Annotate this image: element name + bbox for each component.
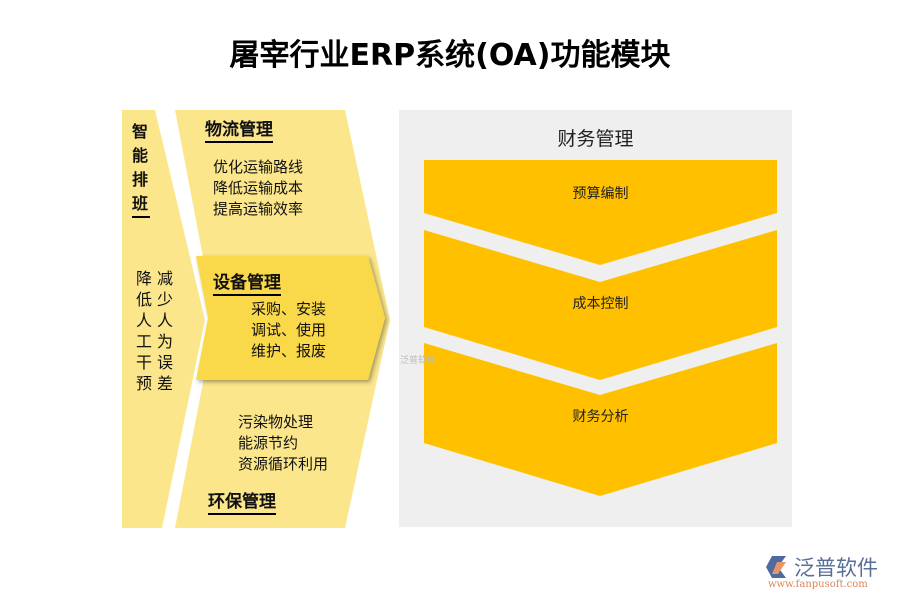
strip-col2: 减少人为误差 (157, 269, 174, 393)
equipment-item: 采购、安装 (251, 300, 327, 318)
logistics-item: 提高运输效率 (213, 200, 304, 218)
environment-item: 污染物处理 (238, 413, 314, 431)
equipment-heading: 设备管理 (213, 272, 281, 296)
chevron-step-3 (424, 343, 777, 496)
logo-name: 泛普软件 (794, 556, 878, 580)
step-label: 财务分析 (572, 409, 629, 425)
logistics-item: 优化运输路线 (213, 158, 304, 176)
page-title: 屠宰行业ERP系统(OA)功能模块 (229, 38, 671, 73)
equipment-item: 调试、使用 (251, 321, 327, 339)
watermark: 泛普软件 (400, 356, 437, 366)
logistics-heading: 物流管理 (205, 119, 273, 143)
chevron-step-1 (424, 160, 777, 265)
environment-items: 污染物处理 能源节约 资源循环利用 (238, 412, 328, 475)
left-strip-shape (122, 110, 205, 528)
logistics-items: 优化运输路线 降低运输成本 提高运输效率 (213, 157, 303, 220)
logistics-item: 降低运输成本 (213, 179, 304, 197)
equipment-items: 采购、安装 调试、使用 维护、报废 (251, 299, 326, 362)
environment-item: 资源循环利用 (238, 455, 329, 473)
finance-heading: 财务管理 (557, 128, 634, 150)
logo-url: www.fanpusoft.com (768, 579, 868, 590)
strip-col1: 降低人工干预 (136, 269, 153, 393)
strip-heading: 智能排班 (132, 120, 150, 218)
chevron-step-2 (424, 230, 777, 380)
step-label: 成本控制 (572, 296, 629, 312)
environment-heading: 环保管理 (208, 491, 276, 515)
equipment-chevron-shape (196, 256, 385, 380)
equipment-item: 维护、报废 (251, 342, 327, 360)
step-label: 预算编制 (572, 186, 629, 202)
logo-icon (766, 556, 786, 578)
environment-item: 能源节约 (238, 434, 299, 452)
